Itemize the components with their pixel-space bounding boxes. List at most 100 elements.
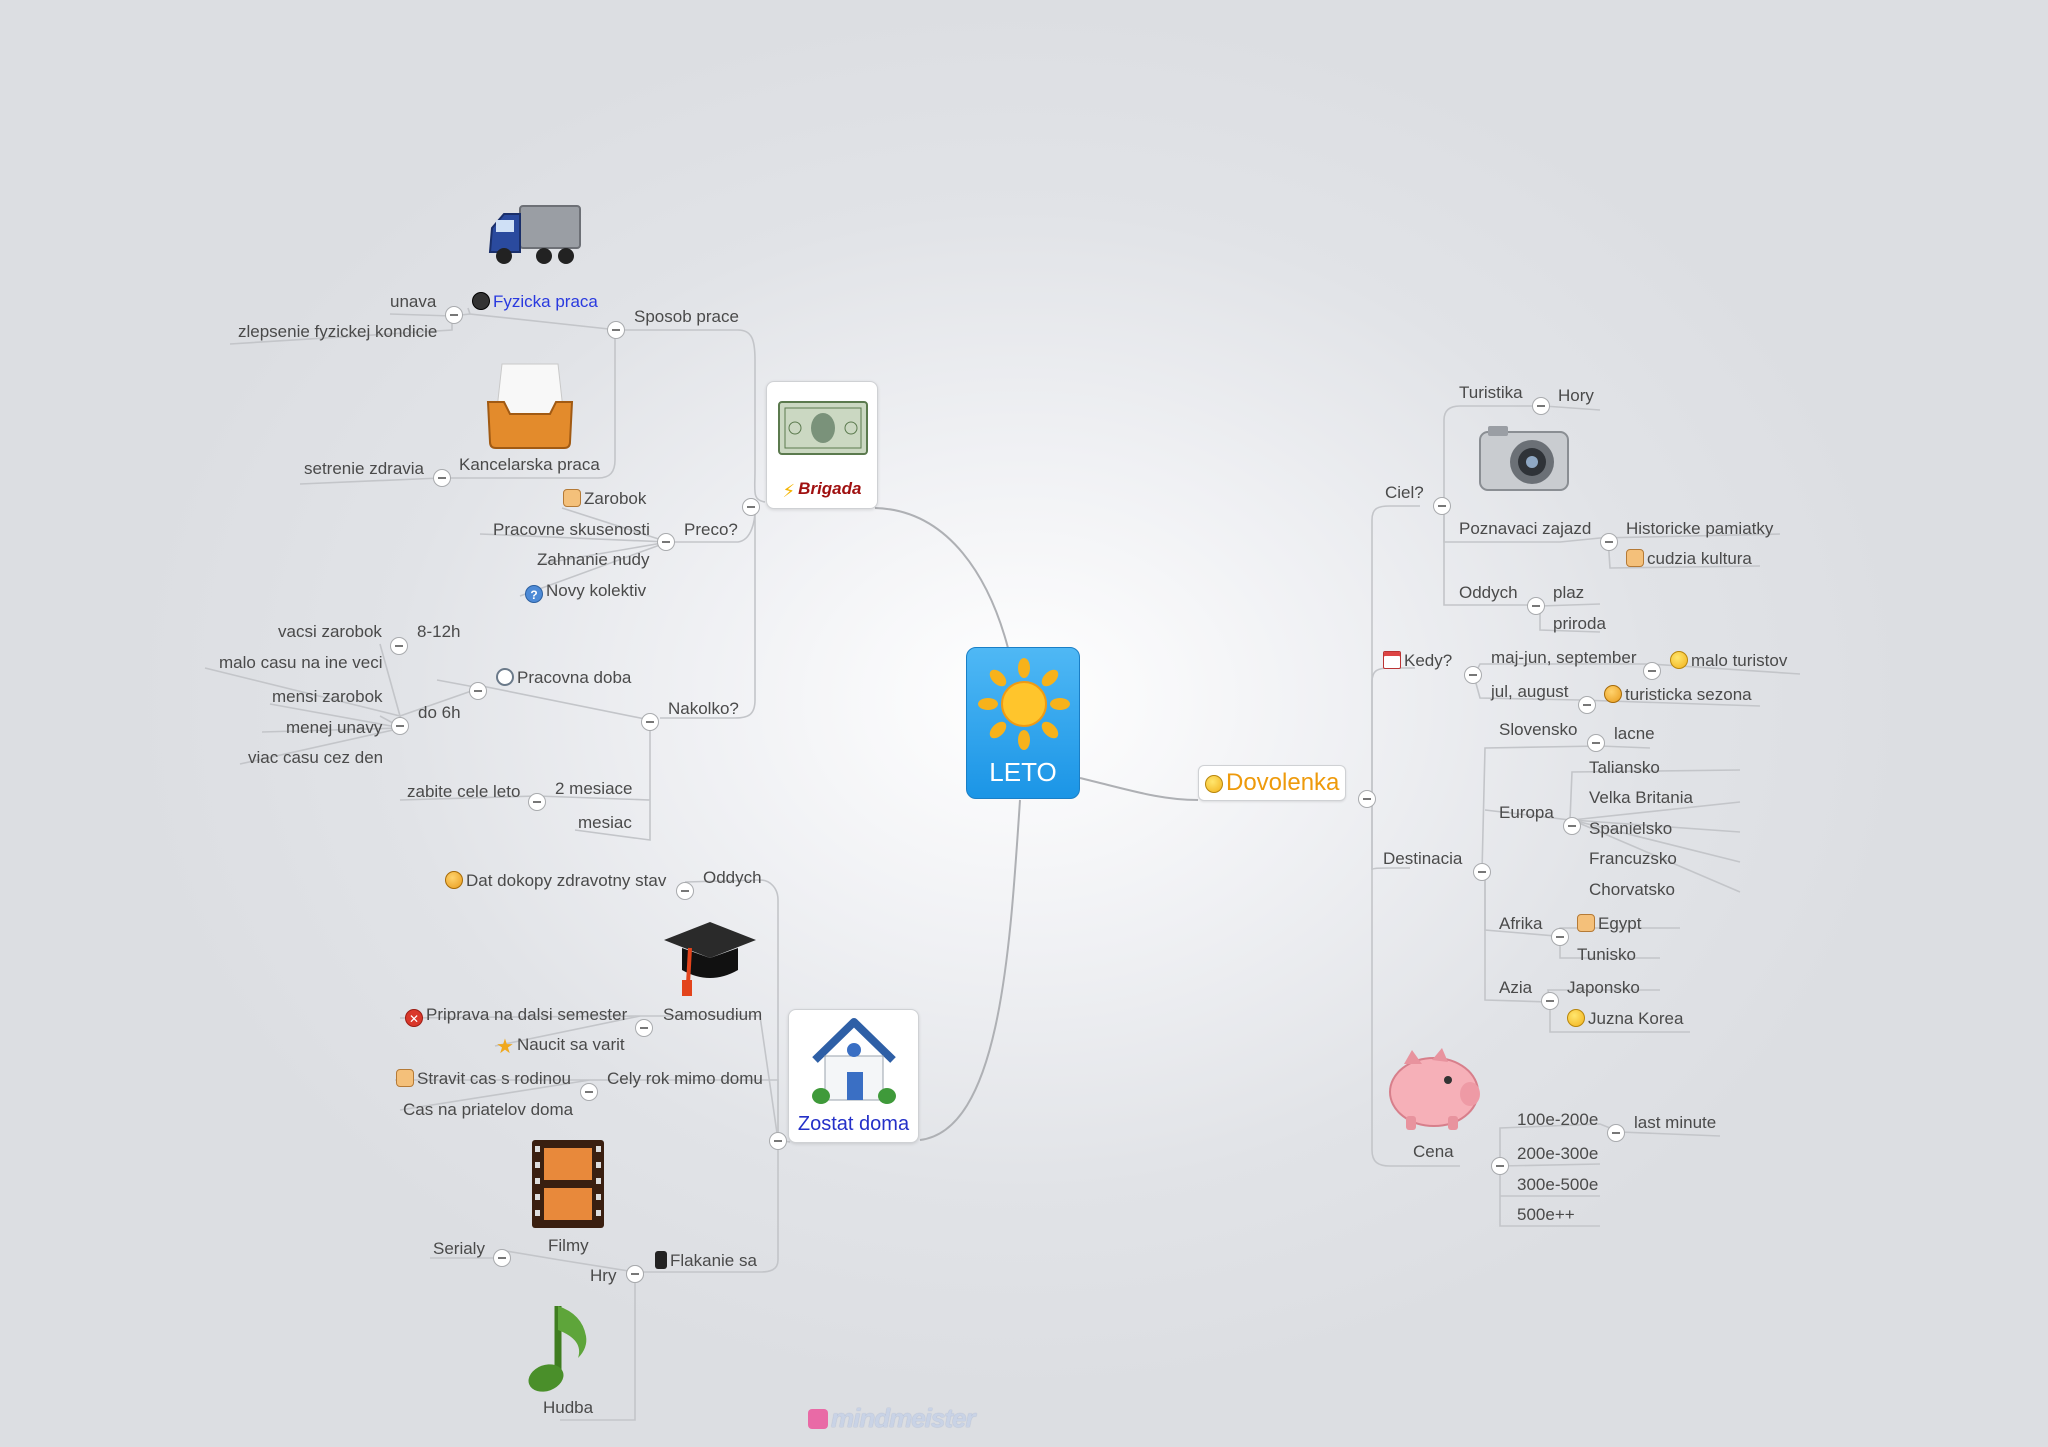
collapse-toggle[interactable] <box>528 793 546 811</box>
hudba[interactable]: Hudba <box>543 1398 594 1417</box>
malo-turistov[interactable]: malo turistov <box>1670 651 1787 671</box>
collapse-toggle[interactable] <box>1563 817 1581 835</box>
taliansko[interactable]: Taliansko <box>1589 758 1660 777</box>
novy-kolektiv[interactable]: ?Novy kolektiv <box>525 581 646 603</box>
velka-britania[interactable]: Velka Britania <box>1589 788 1693 807</box>
central-node-leto[interactable]: LETO <box>966 647 1080 799</box>
historicke-pamiatky[interactable]: Historicke pamiatky <box>1626 519 1774 538</box>
mesiac[interactable]: mesiac <box>578 813 632 832</box>
slovensko[interactable]: Slovensko <box>1499 720 1578 739</box>
dat-dokopy-zdravotny-stav[interactable]: Dat dokopy zdravotny stav <box>445 871 666 891</box>
stravit-cas-s-rodinou[interactable]: Stravit cas s rodinou <box>396 1069 571 1089</box>
tunisko[interactable]: Tunisko <box>1577 945 1636 964</box>
jul-august[interactable]: jul, august <box>1491 682 1569 701</box>
collapse-toggle[interactable] <box>1607 1124 1625 1142</box>
collapse-toggle[interactable] <box>445 306 463 324</box>
ciel[interactable]: Ciel? <box>1385 483 1424 502</box>
oddych[interactable]: Oddych <box>703 868 762 887</box>
cas-na-priatelov-doma[interactable]: Cas na priatelov doma <box>403 1100 574 1119</box>
europa[interactable]: Europa <box>1499 803 1554 822</box>
300e-500e[interactable]: 300e-500e <box>1517 1175 1599 1194</box>
juzna-korea[interactable]: Juzna Korea <box>1567 1009 1683 1029</box>
node-dovolenka[interactable]: Dovolenka <box>1198 765 1347 801</box>
chorvatsko[interactable]: Chorvatsko <box>1589 880 1675 899</box>
node-brigada[interactable]: ⚡Brigada <box>766 381 878 509</box>
oddych-dovolenka[interactable]: Oddych <box>1459 583 1518 602</box>
filmy[interactable]: Filmy <box>548 1236 589 1255</box>
cely-rok-mimo-domu[interactable]: Cely rok mimo domu <box>607 1069 763 1088</box>
zabite-cele-leto[interactable]: zabite cele leto <box>407 782 521 801</box>
naucit-sa-varit[interactable]: ★Naucit sa varit <box>496 1035 625 1058</box>
samosudium[interactable]: Samosudium <box>663 1005 763 1024</box>
egypt[interactable]: Egypt <box>1577 914 1641 934</box>
zahnanie-nudy[interactable]: Zahnanie nudy <box>537 550 650 569</box>
collapse-toggle[interactable] <box>1578 696 1596 714</box>
fyzicka-praca[interactable]: Fyzicka praca <box>472 292 598 312</box>
collapse-toggle[interactable] <box>676 882 694 900</box>
francuzsko[interactable]: Francuzsko <box>1589 849 1677 868</box>
plaz[interactable]: plaz <box>1553 583 1585 602</box>
2-mesiace[interactable]: 2 mesiace <box>555 779 633 798</box>
collapse-toggle[interactable] <box>1473 863 1491 881</box>
collapse-toggle[interactable] <box>1587 734 1605 752</box>
collapse-toggle[interactable] <box>635 1019 653 1037</box>
turistika[interactable]: Turistika <box>1459 383 1523 402</box>
collapse-toggle[interactable] <box>1491 1157 1509 1175</box>
collapse-toggle[interactable] <box>469 682 487 700</box>
200e-300e[interactable]: 200e-300e <box>1517 1144 1599 1163</box>
poznavaci-zajazd[interactable]: Poznavaci zajazd <box>1459 519 1592 538</box>
nakolko[interactable]: Nakolko? <box>668 699 739 718</box>
do-6h[interactable]: do 6h <box>418 703 461 722</box>
collapse-toggle[interactable] <box>657 533 675 551</box>
azia[interactable]: Azia <box>1499 978 1533 997</box>
maj-jun-september[interactable]: maj-jun, september <box>1491 648 1637 667</box>
cena[interactable]: Cena <box>1413 1142 1454 1161</box>
collapse-toggle[interactable] <box>1541 992 1559 1010</box>
hry[interactable]: Hry <box>590 1266 617 1285</box>
zlepsenie-fyzickej-kondicie[interactable]: zlepsenie fyzickej kondicie <box>238 322 438 341</box>
collapse-toggle[interactable] <box>607 321 625 339</box>
priroda[interactable]: priroda <box>1553 614 1606 633</box>
8-12h[interactable]: 8-12h <box>417 622 461 641</box>
collapse-toggle[interactable] <box>1600 533 1618 551</box>
collapse-toggle[interactable] <box>1643 662 1661 680</box>
kancelarska-praca[interactable]: Kancelarska praca <box>459 455 600 474</box>
priprava-na-dalsi-semester[interactable]: ✕Priprava na dalsi semester <box>405 1005 627 1027</box>
menej-unavy[interactable]: menej unavy <box>286 718 383 737</box>
collapse-toggle[interactable] <box>1527 597 1545 615</box>
last-minute[interactable]: last minute <box>1634 1113 1717 1132</box>
collapse-toggle[interactable] <box>769 1132 787 1150</box>
sposob-prace[interactable]: Sposob prace <box>634 307 739 326</box>
collapse-toggle[interactable] <box>742 498 760 516</box>
afrika[interactable]: Afrika <box>1499 914 1543 933</box>
flakanie-sa[interactable]: Flakanie sa <box>655 1251 757 1271</box>
collapse-toggle[interactable] <box>1464 666 1482 684</box>
vacsi-zarobok[interactable]: vacsi zarobok <box>278 622 382 641</box>
collapse-toggle[interactable] <box>626 1265 644 1283</box>
hory[interactable]: Hory <box>1558 386 1594 405</box>
turisticka-sezona[interactable]: turisticka sezona <box>1604 685 1752 705</box>
cudzia-kultura[interactable]: cudzia kultura <box>1626 549 1752 569</box>
kedy[interactable]: Kedy? <box>1383 651 1452 671</box>
zarobok[interactable]: Zarobok <box>563 489 646 509</box>
collapse-toggle[interactable] <box>580 1083 598 1101</box>
collapse-toggle[interactable] <box>493 1249 511 1267</box>
collapse-toggle[interactable] <box>1532 397 1550 415</box>
collapse-toggle[interactable] <box>641 713 659 731</box>
mensi-zarobok[interactable]: mensi zarobok <box>272 687 383 706</box>
node-zostat-doma[interactable]: Zostat doma <box>788 1009 919 1143</box>
collapse-toggle[interactable] <box>390 637 408 655</box>
destinacia[interactable]: Destinacia <box>1383 849 1463 868</box>
setrenie-zdravia[interactable]: setrenie zdravia <box>304 459 425 478</box>
collapse-toggle[interactable] <box>1433 497 1451 515</box>
viac-casu-cez-den[interactable]: viac casu cez den <box>248 748 384 767</box>
collapse-toggle[interactable] <box>391 717 409 735</box>
malo-casu-na-ine-veci[interactable]: malo casu na ine veci <box>219 653 383 672</box>
pracovne-skusenosti[interactable]: Pracovne skusenosti <box>493 520 650 539</box>
lacne[interactable]: lacne <box>1614 724 1655 743</box>
serialy[interactable]: Serialy <box>433 1239 485 1258</box>
japonsko[interactable]: Japonsko <box>1567 978 1640 997</box>
preco[interactable]: Preco? <box>684 520 738 539</box>
collapse-toggle[interactable] <box>433 469 451 487</box>
500e-plus[interactable]: 500e++ <box>1517 1205 1575 1224</box>
